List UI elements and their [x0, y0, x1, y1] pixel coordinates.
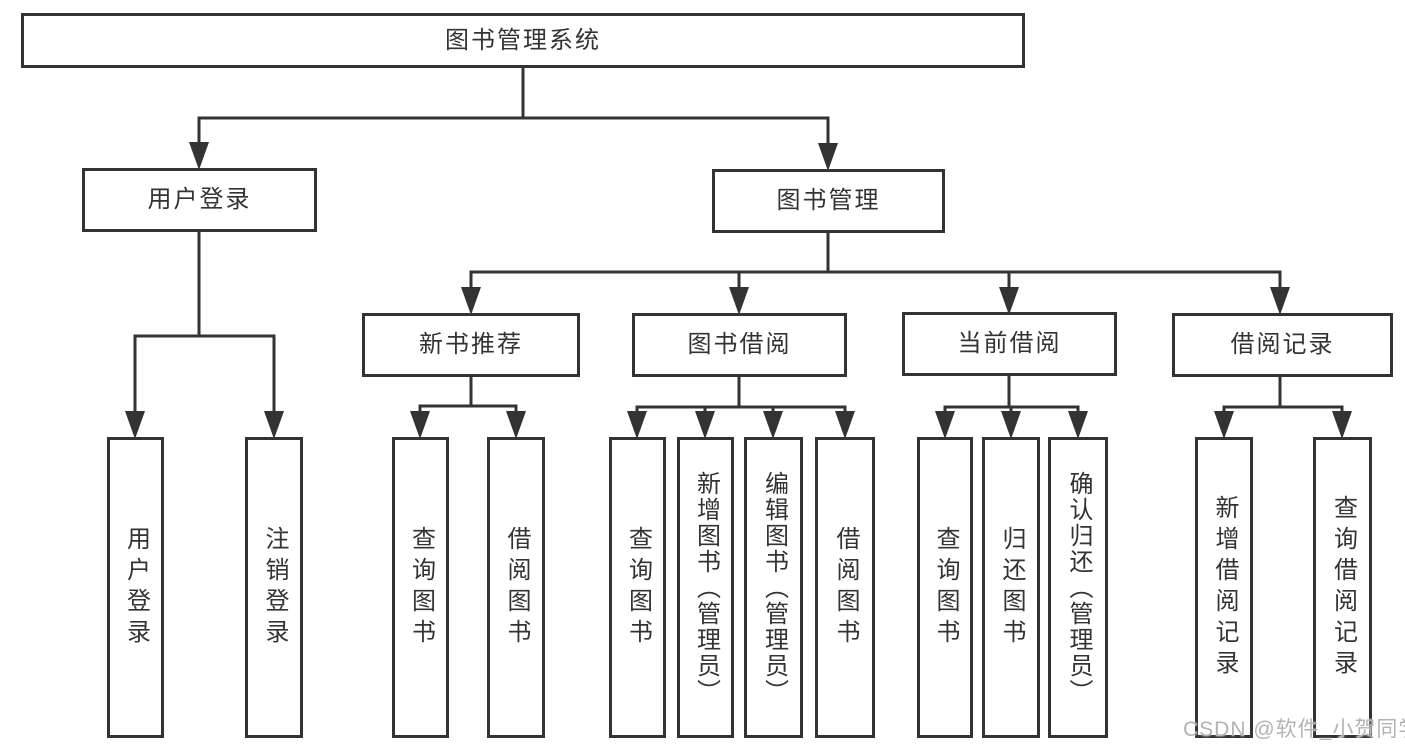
leaf-label: 注销登录: [261, 525, 288, 650]
wire-records: [1222, 374, 1344, 432]
leaf-edit-book-admin: 编辑图书（管理员）: [744, 437, 803, 738]
leaf-label: 借阅图书: [832, 525, 859, 650]
arrowhead-icons: [125, 142, 1352, 439]
leaf-return-book: 归还图书: [982, 437, 1040, 738]
leaf-label: 查询图书: [932, 525, 959, 650]
node-library-management-system: 图书管理系统: [21, 13, 1025, 68]
leaf-logout: 注销登录: [245, 437, 303, 738]
node-current-borrowing: 当前借阅: [902, 312, 1117, 376]
leaf-label: 查询图书: [624, 525, 652, 650]
leaf-borrow-books-recommend: 借阅图书: [487, 437, 545, 738]
leaf-query-books-current: 查询图书: [917, 437, 973, 738]
leaf-label: 借阅图书: [503, 525, 530, 650]
wire-user-login: [133, 229, 276, 432]
leaf-query-books-recommend: 查询图书: [392, 437, 449, 738]
wire-new-book: [418, 374, 518, 432]
leaf-label: 查询图书: [407, 525, 435, 650]
leaf-label: 用户登录: [122, 525, 150, 650]
node-label: 图书管理: [776, 187, 881, 214]
wire-borrowing: [635, 374, 847, 432]
node-label: 图书管理系统: [445, 26, 601, 54]
leaf-confirm-return-admin: 确认归还（管理员）: [1048, 437, 1108, 738]
node-label: 借阅记录: [1230, 331, 1335, 358]
leaf-borrow-books: 借阅图书: [815, 437, 875, 738]
wire-root: [197, 65, 830, 166]
node-book-borrowing: 图书借阅: [632, 313, 847, 377]
csdn-watermark: CSDN @软件_小贺同学: [1183, 718, 1405, 741]
node-label: 当前借阅: [957, 330, 1062, 357]
leaf-add-borrow-record: 新增借阅记录: [1195, 437, 1253, 738]
leaf-user-login: 用户登录: [107, 437, 164, 738]
node-user-login: 用户登录: [82, 168, 317, 232]
leaf-add-book-admin: 新增图书（管理员）: [677, 437, 734, 738]
node-label: 用户登录: [147, 186, 252, 213]
leaf-label: 新增图书（管理员）: [692, 470, 720, 705]
node-borrowing-records: 借阅记录: [1172, 313, 1393, 377]
leaf-label: 新增借阅记录: [1211, 494, 1238, 681]
node-label: 图书借阅: [687, 331, 792, 358]
leaf-query-books-borrowing: 查询图书: [609, 437, 666, 738]
leaf-label: 确认归还（管理员）: [1065, 470, 1092, 705]
node-book-management: 图书管理: [712, 169, 945, 233]
leaf-label: 查询借阅记录: [1329, 494, 1357, 681]
leaf-label: 编辑图书（管理员）: [760, 470, 788, 705]
leaf-label: 归还图书: [998, 525, 1025, 650]
wire-book-management: [469, 231, 1282, 309]
leaf-query-borrow-record: 查询借阅记录: [1313, 437, 1372, 738]
node-new-book-recommendation: 新书推荐: [362, 313, 580, 377]
node-label: 新书推荐: [419, 331, 523, 358]
